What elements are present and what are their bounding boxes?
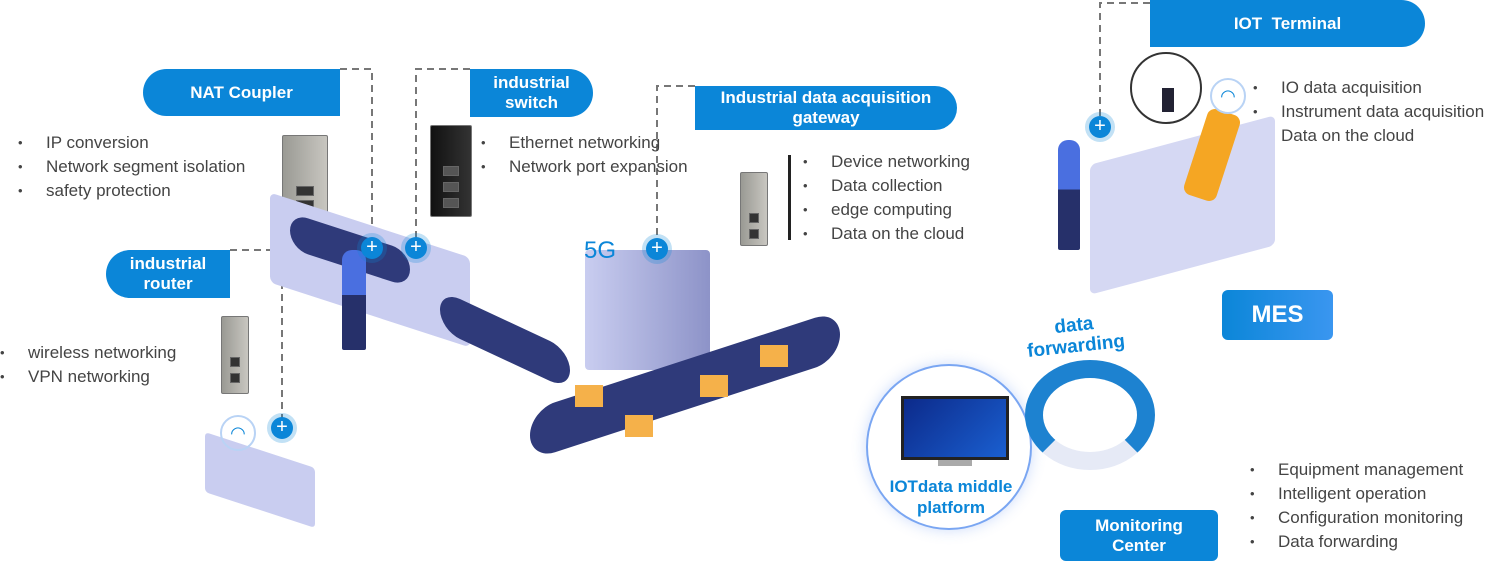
monitor-stand (938, 460, 972, 466)
mes-label: MES (1222, 290, 1333, 340)
feature-item: Intelligent operation (1250, 482, 1463, 506)
box (575, 385, 603, 407)
industrial-router-label: industrial router (106, 250, 230, 298)
feature-item: Instrument data acquisition (1253, 100, 1484, 124)
worker (342, 250, 366, 350)
monitoring-center-features: Equipment management Intelligent operati… (1250, 458, 1463, 554)
box (700, 375, 728, 397)
platform-circle: IOTdata middle platform (866, 364, 1032, 530)
feature-item: edge computing (803, 198, 970, 222)
5g-label: 5G (583, 237, 616, 264)
dashboard-ring (1025, 360, 1155, 470)
industrial-switch-device (430, 125, 472, 217)
hotspot-industrial-router[interactable]: + (271, 417, 293, 439)
feature-item: IP conversion (18, 131, 245, 155)
box (625, 415, 653, 437)
hotspot-gateway[interactable]: + (646, 238, 668, 260)
feature-item: Configuration monitoring (1250, 506, 1463, 530)
feature-item: Data collection (803, 174, 970, 198)
feature-item: Device networking (803, 150, 970, 174)
industrial-router-features: wireless networking VPN networking (0, 341, 176, 389)
box (760, 345, 788, 367)
feature-item: wireless networking (0, 341, 176, 365)
industrial-switch-label: industrial switch (470, 69, 593, 117)
feature-item: Ethernet networking (481, 131, 688, 155)
iot-terminal-features: IO data acquisition Instrument data acqu… (1253, 76, 1484, 148)
feature-item: safety protection (18, 179, 245, 203)
iot-terminal-circle (1130, 52, 1202, 124)
feature-item: Data forwarding (1250, 530, 1463, 554)
worker (1058, 140, 1080, 250)
feature-item: Network segment isolation (18, 155, 245, 179)
feature-item: IO data acquisition (1253, 76, 1484, 100)
iot-terminal-label: IOT Terminal (1150, 0, 1425, 47)
feature-item: Equipment management (1250, 458, 1463, 482)
feature-item: Data on the cloud (1253, 124, 1484, 148)
feature-item: Data on the cloud (803, 222, 970, 246)
platform-label: IOTdata middle platform (889, 477, 1013, 517)
hotspot-nat-coupler[interactable]: + (361, 237, 383, 259)
feature-item: VPN networking (0, 365, 176, 389)
antenna-icon (788, 155, 791, 240)
industrial-router-device (221, 316, 249, 394)
hotspot-industrial-switch[interactable]: + (405, 237, 427, 259)
cabinet (585, 250, 710, 370)
industrial-switch-features: Ethernet networking Network port expansi… (481, 131, 688, 179)
nat-coupler-features: IP conversion Network segment isolation … (18, 131, 245, 203)
wifi-icon: ◠ (220, 415, 256, 451)
hotspot-iot-terminal[interactable]: + (1089, 116, 1111, 138)
nat-coupler-label: NAT Coupler (143, 69, 340, 116)
wifi-icon: ◠ (1210, 78, 1246, 114)
monitor-icon (901, 396, 1009, 460)
gateway-features: Device networking Data collection edge c… (803, 150, 970, 246)
gateway-label: Industrial data acquisition gateway (695, 86, 957, 130)
gateway-device (740, 172, 768, 246)
feature-item: Network port expansion (481, 155, 688, 179)
monitoring-center-label: Monitoring Center (1060, 510, 1218, 561)
